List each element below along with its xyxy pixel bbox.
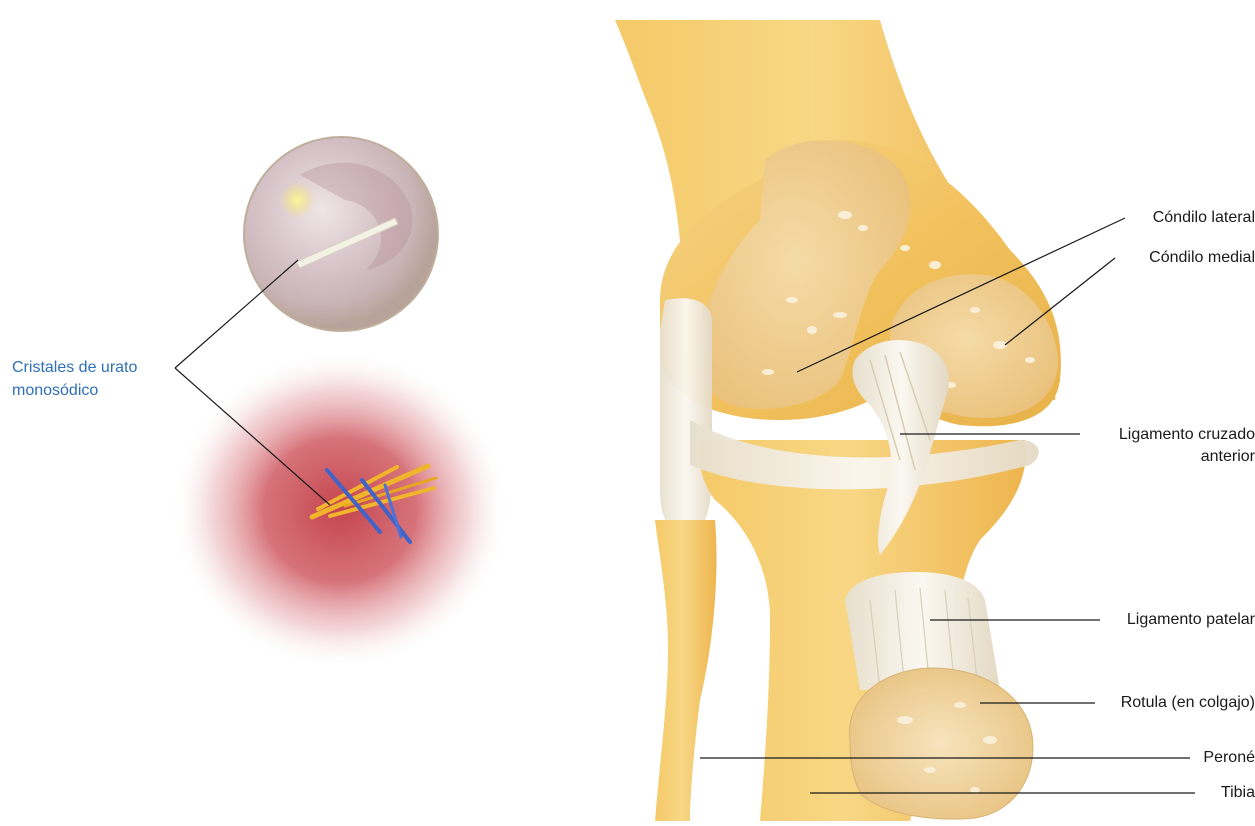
label-cruzado-line1: Ligamento cruzado [1055, 424, 1255, 446]
label-condilo-medial: Cóndilo medial [1055, 247, 1255, 269]
label-ligamento-patelar: Ligamento patelar [1055, 609, 1255, 631]
patella [850, 668, 1033, 819]
inflammation-area [170, 350, 510, 670]
label-tibia: Tibia [1055, 782, 1255, 804]
leader-cristales-cell [175, 260, 298, 368]
label-perone: Peroné [1055, 747, 1255, 769]
lateral-ligament [660, 298, 712, 535]
label-condilo-lateral: Cóndilo lateral [1055, 207, 1255, 229]
label-rotula: Rotula (en colgajo) [1055, 692, 1255, 714]
label-cruzado-line2: anterior [1055, 446, 1255, 468]
cell-with-crystal [244, 137, 438, 331]
fibula [655, 520, 717, 821]
knee-joint [615, 20, 1061, 821]
label-cristales-line2: monosódico [12, 380, 98, 402]
label-cristales-line1: Cristales de urato [12, 357, 137, 379]
